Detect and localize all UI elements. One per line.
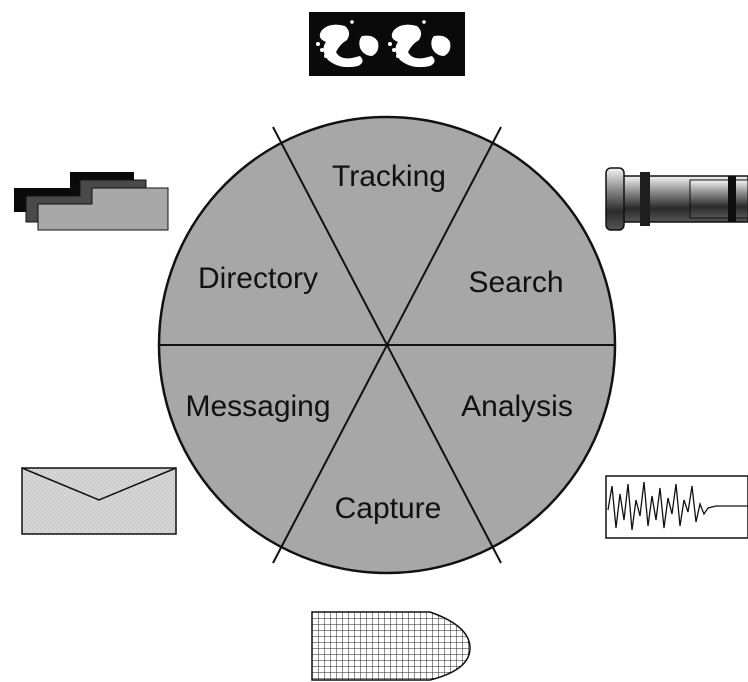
segment-label-directory: Directory (198, 262, 318, 295)
waveform-icon (605, 475, 748, 539)
segment-label-capture: Capture (335, 492, 442, 525)
net-icon (311, 611, 471, 681)
wheel (157, 115, 617, 575)
segment-label-messaging: Messaging (185, 390, 330, 423)
divider-diagonal-2 (272, 126, 502, 564)
envelope-icon (21, 467, 177, 535)
segment-label-analysis: Analysis (461, 390, 573, 423)
footprints-icon (309, 12, 465, 76)
folders-icon (14, 172, 169, 231)
telescope-icon (605, 167, 748, 231)
segment-label-tracking: Tracking (332, 160, 446, 193)
segment-label-search: Search (468, 266, 563, 299)
